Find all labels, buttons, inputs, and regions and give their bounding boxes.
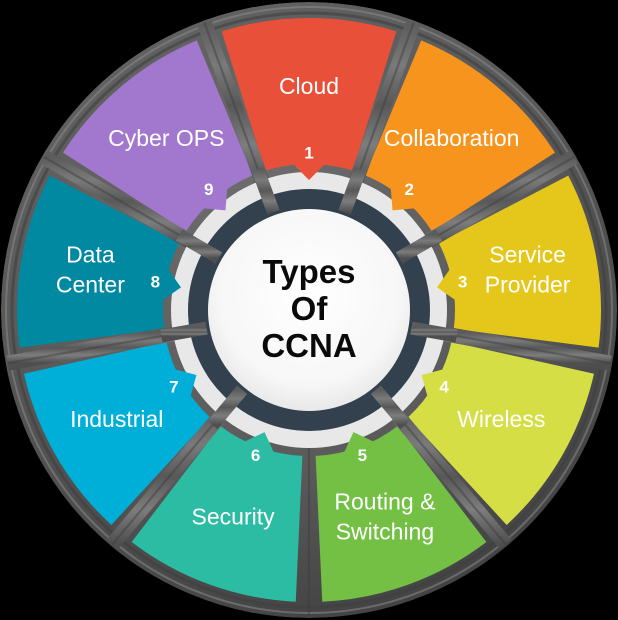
segment-label-line: Routing & <box>334 489 435 515</box>
spoke-divider-seam <box>391 408 507 546</box>
marker-number-text: 9 <box>204 180 213 199</box>
segment-label-line: Industrial <box>70 406 163 432</box>
inner-spoke-divider <box>251 166 280 215</box>
center-title-line-3: CCNA <box>261 327 356 364</box>
number-marker-9[interactable]: 9 <box>170 154 231 211</box>
marker-arrow-shape <box>387 154 448 211</box>
spoke-dividers-group <box>6 19 612 616</box>
center-title-line-1: Types <box>263 253 356 290</box>
segment-label-line: Data <box>66 242 115 268</box>
segment-label-line: Cloud <box>279 73 339 99</box>
spoke-divider <box>417 150 578 252</box>
spoke-divider-seam <box>421 156 575 246</box>
spoke-divider <box>386 404 512 550</box>
number-markers-group: 1 2 3 4 5 6 7 8 9 <box>135 140 483 483</box>
spoke-divider-seam <box>203 22 266 189</box>
segment-label-line: Provider <box>485 272 571 298</box>
spoke-divider <box>40 150 201 252</box>
segment-label-routing-switching: Routing & Switching <box>334 489 435 545</box>
marker-number-text: 2 <box>405 180 414 199</box>
marker-arrow-shape <box>269 140 349 180</box>
marker-arrow-shape <box>437 242 483 320</box>
number-marker-4[interactable]: 4 <box>421 360 476 429</box>
marker-number-text: 4 <box>439 377 449 396</box>
number-marker-6[interactable]: 6 <box>214 432 288 483</box>
number-marker-3[interactable]: 3 <box>437 242 483 320</box>
segment-label-line: Switching <box>336 519 434 545</box>
inner-spokes-group <box>160 166 458 460</box>
spoke-divider-seam <box>352 22 415 189</box>
spoke-divider-seam <box>111 408 227 546</box>
spoke-divider <box>197 19 272 191</box>
inner-spoke-divider <box>160 321 208 343</box>
inner-spoke-divider <box>370 385 411 430</box>
spoke-divider <box>106 404 232 550</box>
marker-number-text: 7 <box>169 377 178 396</box>
inner-spoke-divider <box>175 229 223 264</box>
marker-number-text: 8 <box>151 272 160 291</box>
marker-number-text: 3 <box>458 272 467 291</box>
marker-arrow-shape <box>421 360 476 429</box>
segment-label-cloud: Cloud <box>279 73 339 99</box>
inner-spoke-divider <box>410 321 458 343</box>
marker-number-text: 6 <box>251 446 260 465</box>
spoke-divider-seam <box>436 331 611 365</box>
center-title-block: Types Of CCNA <box>261 253 356 364</box>
marker-number-text: 1 <box>304 143 313 162</box>
segment-label-line: Security <box>192 504 276 530</box>
inner-spoke-divider <box>395 229 443 264</box>
segment-label-security: Security <box>192 504 276 530</box>
spoke-divider-seam <box>7 331 182 365</box>
spoke-divider <box>6 325 183 371</box>
spoke-divider-seam <box>43 156 197 246</box>
number-marker-8[interactable]: 8 <box>135 242 181 320</box>
segment-label-line: Cyber OPS <box>108 125 224 151</box>
marker-arrow-shape <box>135 242 181 320</box>
segment-label-line: Center <box>56 272 125 298</box>
inner-spoke-divider <box>207 385 248 430</box>
marker-arrow-shape <box>170 154 231 211</box>
marker-number-text: 5 <box>358 446 367 465</box>
segment-label-collaboration: Collaboration <box>384 125 520 151</box>
center-circle <box>208 209 410 411</box>
spoke-divider <box>346 19 421 191</box>
segment-label-line: Service <box>489 242 566 268</box>
inner-spoke-divider <box>338 166 367 215</box>
wedge-segment-cloud[interactable] <box>221 17 397 171</box>
marker-arrow-shape <box>142 360 197 429</box>
number-marker-7[interactable]: 7 <box>142 360 197 429</box>
number-marker-2[interactable]: 2 <box>387 154 448 211</box>
spoke-divider <box>435 325 612 371</box>
segment-label-industrial: Industrial <box>70 406 163 432</box>
marker-arrow-shape <box>330 432 404 483</box>
center-title-line-2: Of <box>291 290 329 327</box>
marker-arrow-shape <box>214 432 288 483</box>
number-marker-5[interactable]: 5 <box>330 432 404 483</box>
segment-label-line: Collaboration <box>384 125 520 151</box>
segment-labels-group: CloudCollaborationServiceProviderWireles… <box>56 73 571 545</box>
segment-label-line: Wireless <box>457 406 545 432</box>
segment-label-wireless: Wireless <box>457 406 545 432</box>
number-marker-1[interactable]: 1 <box>269 140 349 180</box>
segment-label-cyber-ops: Cyber OPS <box>108 125 224 151</box>
